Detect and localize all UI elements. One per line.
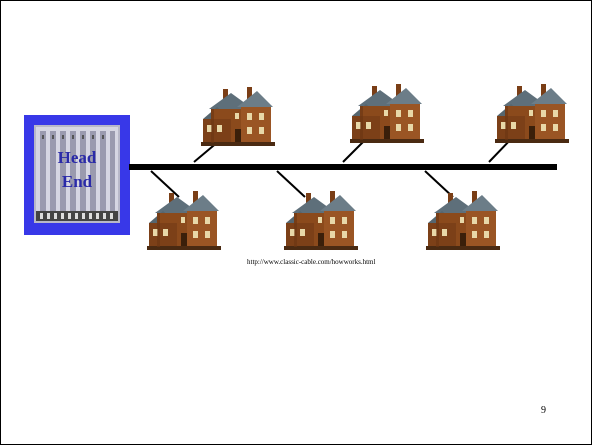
house-icon	[147, 189, 221, 251]
house-icon	[426, 189, 500, 251]
source-url: http://www.classic-cable.com/howworks.ht…	[247, 258, 375, 266]
page-number: 9	[541, 405, 546, 416]
house-icon	[201, 85, 275, 147]
house-icon	[350, 82, 424, 144]
house-icon	[495, 82, 569, 144]
house-icon	[284, 189, 358, 251]
